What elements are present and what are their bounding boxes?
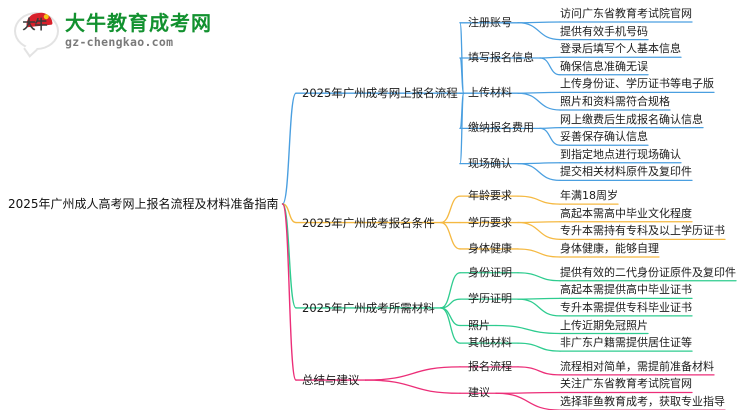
logo-bubble-icon: 大牛 xyxy=(14,11,59,51)
mindmap-sub-node[interactable]: 照片 xyxy=(468,318,490,332)
mindmap-leaf-node[interactable]: 提供有效手机号码 xyxy=(560,24,648,38)
mindmap-sub-node[interactable]: 报名流程 xyxy=(468,359,512,373)
mindmap-branch-node[interactable]: 2025年广州成考网上报名流程 xyxy=(302,86,458,101)
mindmap-sub-node[interactable]: 其他材料 xyxy=(468,336,512,350)
logo-mark-text: 大牛 xyxy=(22,18,47,33)
mindmap-sub-node[interactable]: 缴纳报名费用 xyxy=(468,121,534,135)
mindmap-branch-node[interactable]: 2025年广州成考报名条件 xyxy=(302,215,435,230)
mindmap-leaf-node[interactable]: 专升本需提供专科毕业证书 xyxy=(560,300,692,314)
mindmap-leaf-node[interactable]: 登录后填写个人基本信息 xyxy=(560,42,681,56)
mindmap-leaf-node[interactable]: 确保信息准确无误 xyxy=(560,59,648,73)
mindmap-leaf-node[interactable]: 流程相对简单，需提前准备材料 xyxy=(560,359,714,373)
mindmap-leaf-node[interactable]: 专升本需持有专科及以上学历证书 xyxy=(560,224,725,238)
mindmap-leaf-node[interactable]: 高起本需提供高中毕业证书 xyxy=(560,283,692,297)
mindmap-leaf-node[interactable]: 照片和资料需符合规格 xyxy=(560,95,670,108)
mindmap-leaf-node[interactable]: 高起本需高中毕业文化程度 xyxy=(560,206,692,220)
site-logo: 大牛 大牛教育成考网 gz-chengkao.com xyxy=(14,8,244,54)
mindmap-sub-node[interactable]: 身体健康 xyxy=(468,241,512,255)
mindmap-leaf-node[interactable]: 上传近期免冠照片 xyxy=(560,318,648,332)
mindmap-branch-node[interactable]: 总结与建议 xyxy=(302,373,360,388)
mindmap-leaf-node[interactable]: 身体健康，能够自理 xyxy=(560,241,659,255)
mindmap-sub-node[interactable]: 注册账号 xyxy=(468,15,512,29)
mindmap-leaf-node[interactable]: 年满18周岁 xyxy=(560,189,618,203)
mindmap-leaf-node[interactable]: 提供有效的二代身份证原件及复印件 xyxy=(560,265,736,279)
mindmap-sub-node[interactable]: 年龄要求 xyxy=(468,189,512,203)
mindmap-sub-node[interactable]: 上传材料 xyxy=(468,86,512,100)
mindmap-leaf-node[interactable]: 非广东户籍需提供居住证等 xyxy=(560,336,692,350)
mindmap-sub-node[interactable]: 填写报名信息 xyxy=(468,51,534,64)
mindmap-leaf-node[interactable]: 上传身份证、学历证书等电子版 xyxy=(560,77,714,91)
mindmap-leaf-node[interactable]: 提交相关材料原件及复印件 xyxy=(560,165,692,179)
mindmap-leaf-node[interactable]: 网上缴费后生成报名确认信息 xyxy=(560,112,703,126)
mindmap-branch-node[interactable]: 2025年广州成考所需材料 xyxy=(302,300,435,315)
mindmap-sub-node[interactable]: 建议 xyxy=(468,386,490,400)
mindmap-sub-node[interactable]: 学历证明 xyxy=(468,292,512,306)
mindmap-sub-node[interactable]: 学历要求 xyxy=(468,215,512,229)
logo-subtitle: gz-chengkao.com xyxy=(65,35,174,50)
mindmap-sub-node[interactable]: 身份证明 xyxy=(468,265,512,279)
mindmap-leaf-node[interactable]: 妥善保存确认信息 xyxy=(560,130,648,144)
mindmap-root-node[interactable]: 2025年广州成人高考网上报名流程及材料准备指南 xyxy=(8,197,279,211)
mindmap-leaf-node[interactable]: 关注广东省教育考试院官网 xyxy=(560,377,692,391)
mindmap-leaf-node[interactable]: 到指定地点进行现场确认 xyxy=(560,147,681,161)
mindmap-leaf-node[interactable]: 访问广东省教育考试院官网 xyxy=(560,7,692,20)
mindmap-sub-node[interactable]: 现场确认 xyxy=(468,156,512,170)
mindmap-leaf-node[interactable]: 选择菲鱼教育成考，获取专业指导 xyxy=(560,395,725,409)
logo-title: 大牛教育成考网 xyxy=(65,11,212,36)
